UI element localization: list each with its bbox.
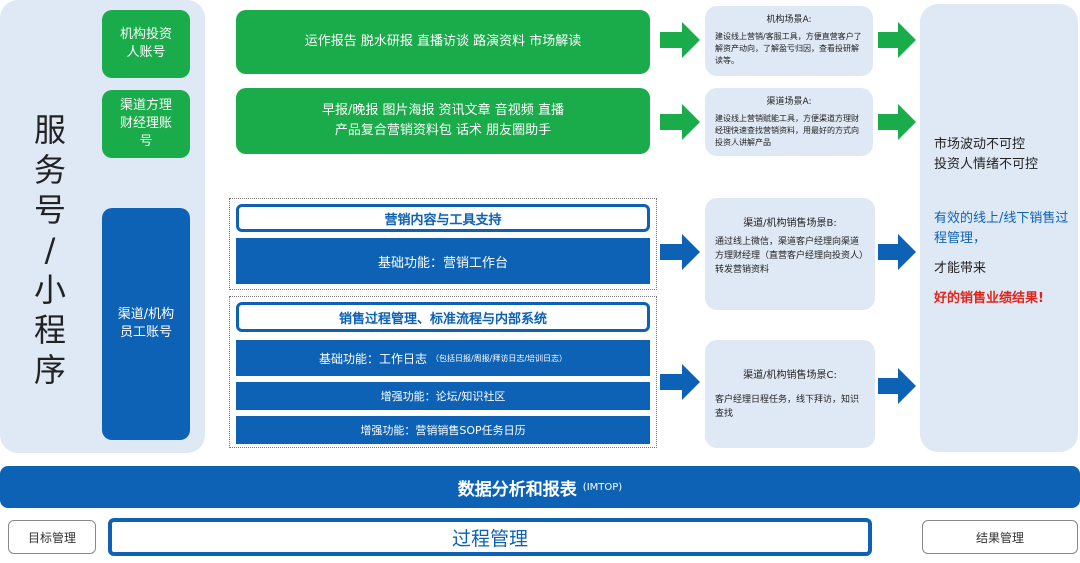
title-char: 程 xyxy=(33,311,66,349)
data-bar-title: 数据分析和报表 xyxy=(457,479,577,500)
staff-account: 渠道/机构 员工账号 xyxy=(102,208,190,440)
process-management: 过程管理 xyxy=(108,518,872,556)
scene-institution-a: 机构场景A: 建设线上营销/客服工具，方便直营客户了解资产动向，了解盈亏归因，查… xyxy=(705,6,873,76)
sales-box xyxy=(229,296,657,448)
arrow-icon xyxy=(660,104,700,140)
data-analytics-bar: 数据分析和报表 (IMTOP) xyxy=(0,466,1080,508)
scene-desc: 通过线上微信，渠道客户经理向渠道方理财经理（直营客户经理向投资人）转发营销资料 xyxy=(715,237,864,275)
arrow-icon xyxy=(878,104,916,140)
title-char: 小 xyxy=(33,271,66,309)
arrow-icon xyxy=(660,364,700,400)
result-panel xyxy=(920,4,1078,452)
title-char: 序 xyxy=(33,351,66,389)
result-management: 结果管理 xyxy=(922,520,1078,554)
arrow-icon xyxy=(660,22,700,58)
sales-basic-note: （包括日报/周报/拜访日志/培训日志） xyxy=(430,353,568,363)
scene-title: 渠道场景A: xyxy=(766,97,812,107)
arrow-icon xyxy=(878,22,916,58)
title-char: / xyxy=(44,231,56,269)
goal-management: 目标管理 xyxy=(8,520,96,554)
scene-title: 渠道/机构销售场景B: xyxy=(743,218,837,229)
title-char: 号 xyxy=(33,191,66,229)
channel-advisor-account: 渠道方理 财经理账 号 xyxy=(102,90,190,158)
sales-enhanced-forum: 增强功能：论坛/知识社区 xyxy=(236,382,650,410)
institution-account: 机构投资 人账号 xyxy=(102,10,190,78)
scene-desc: 建设线上营销/客服工具，方便直营客户了解资产动向，了解盈亏归因，查看投研解读等。 xyxy=(715,32,862,65)
scene-desc: 建设线上营销赋能工具，方便渠道方理财经理快速查找营销资料，用最好的方式向投资人讲… xyxy=(715,114,859,147)
arrow-icon xyxy=(660,234,700,270)
scene-channel-a: 渠道场景A: 建设线上营销赋能工具，方便渠道方理财经理快速查找营销资料，用最好的… xyxy=(705,88,873,156)
scene-b: 渠道/机构销售场景B: 通过线上微信，渠道客户经理向渠道方理财经理（直营客户经理… xyxy=(705,198,875,310)
result-text: 市场波动不可控 投资人情绪不可控 有效的线上/线下销售过程管理， 才能带来 好的… xyxy=(934,135,1070,309)
result-line: 才能带来 xyxy=(934,261,987,276)
result-line: 市场波动不可控 xyxy=(934,137,1026,152)
arrow-icon xyxy=(878,234,916,270)
sales-basic: 基础功能：工作日志（包括日报/周报/拜访日志/培训日志） xyxy=(236,340,650,376)
arrow-icon xyxy=(878,368,916,404)
title-char: 务 xyxy=(33,151,66,189)
service-title: 服 务 号 / 小 程 序 xyxy=(22,110,78,390)
sales-header: 销售过程管理、标准流程与内部系统 xyxy=(236,302,650,332)
result-line: 投资人情绪不可控 xyxy=(934,157,1039,172)
scene-desc: 客户经理日程任务，线下拜访，知识查找 xyxy=(715,395,860,419)
scene-c: 渠道/机构销售场景C: 客户经理日程任务，线下拜访，知识查找 xyxy=(705,340,875,448)
marketing-box xyxy=(229,198,657,290)
marketing-basic: 基础功能：营销工作台 xyxy=(236,238,650,284)
data-bar-sub: (IMTOP) xyxy=(582,481,623,493)
scene-title: 机构场景A: xyxy=(766,15,812,25)
sales-basic-label: 基础功能：工作日志 xyxy=(318,351,427,366)
institution-content-bar: 运作报告 脱水研报 直播访谈 路演资料 市场解读 xyxy=(236,10,650,74)
title-char: 服 xyxy=(33,111,66,149)
scene-title: 渠道/机构销售场景C: xyxy=(743,370,837,381)
result-line-highlight: 有效的线上/线下销售过程管理， xyxy=(934,211,1069,246)
marketing-header: 营销内容与工具支持 xyxy=(236,204,650,232)
result-line-red: 好的销售业绩结果! xyxy=(934,291,1044,306)
channel-content-bar: 早报/晚报 图片海报 资讯文章 音视频 直播 产品复合营销资料包 话术 朋友圈助… xyxy=(236,88,650,154)
sales-enhanced-sop: 增强功能：营销销售SOP任务日历 xyxy=(236,416,650,444)
